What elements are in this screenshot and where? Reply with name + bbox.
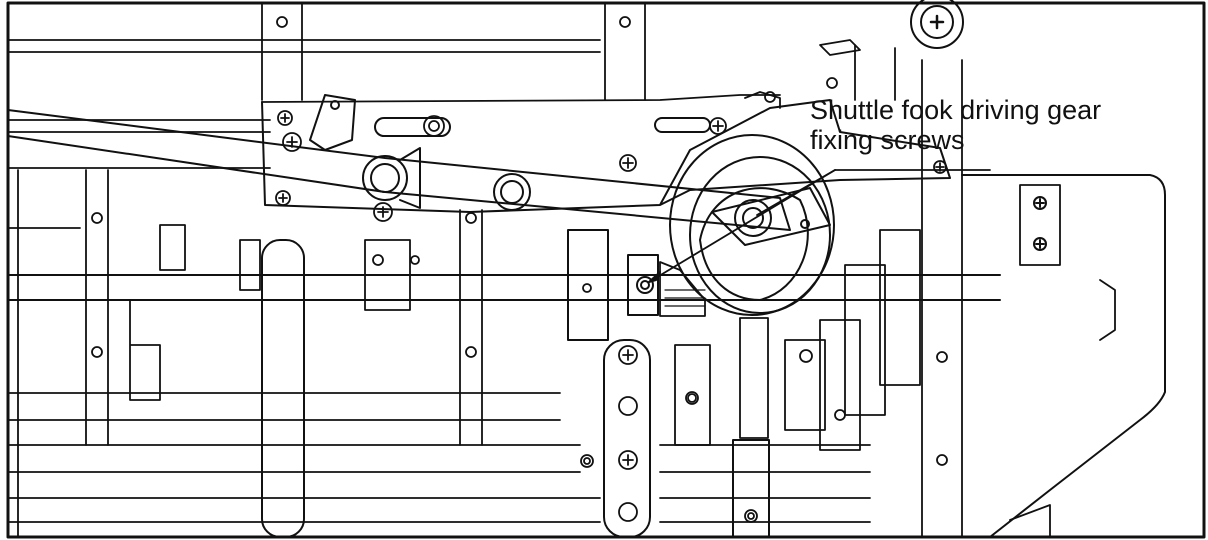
connecting-rod: [7, 109, 791, 231]
upper-roller: [910, 0, 964, 49]
adjustment-slot: [374, 117, 451, 137]
cam-assembly: [674, 229, 921, 451]
mounting-holes: [91, 16, 948, 466]
upper-bracket: [261, 99, 951, 213]
callout-label-line-1: Shuttle fook driving gear: [810, 95, 1102, 125]
rod-bosses: [362, 155, 531, 211]
leader-arrow: [648, 271, 661, 283]
right-housing: [961, 174, 1166, 538]
frame-rails: [7, 39, 871, 523]
callout-leaders: [648, 169, 991, 283]
lever-holes: [580, 345, 758, 523]
right-top-mechanism: [744, 39, 896, 109]
gear-collar: [567, 229, 659, 341]
vertical-levers: [261, 239, 770, 538]
callout-label-line-2: fixing screws: [810, 125, 965, 155]
shuttle-hook-driving-gear: [659, 134, 835, 317]
drawing-frame: [6, 1, 1206, 539]
upper-link: [309, 94, 356, 151]
bracket-screws: [275, 110, 947, 222]
main-shaft: [7, 274, 1001, 301]
left-bracket: [7, 224, 411, 401]
frame-posts: [17, 2, 963, 538]
